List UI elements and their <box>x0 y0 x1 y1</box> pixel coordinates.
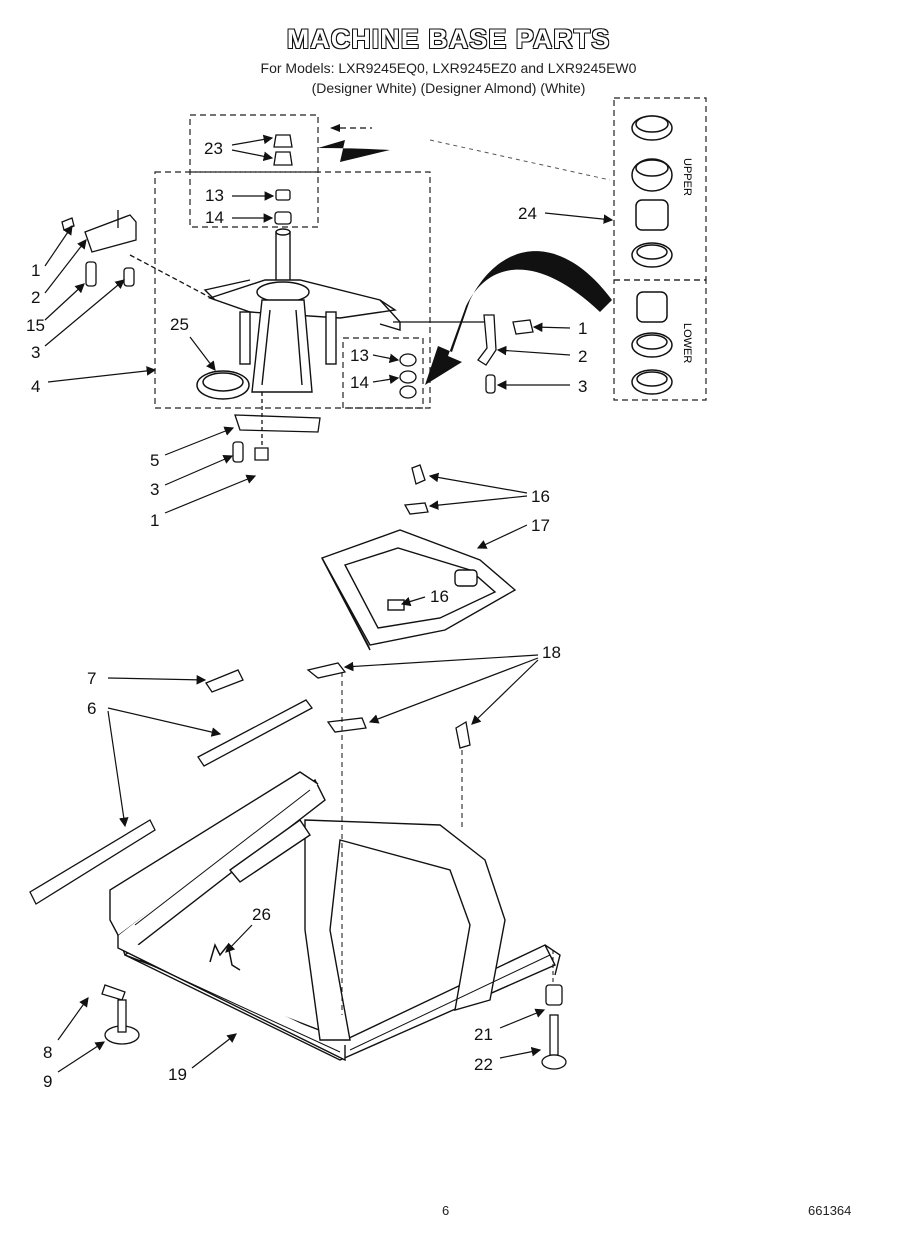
foot-8-9 <box>101 984 140 1045</box>
hook-26 <box>209 942 241 971</box>
ring-part-25 <box>196 370 250 400</box>
callout-21: 21 <box>474 1025 493 1044</box>
callout-2-left: 2 <box>31 288 40 307</box>
foot-21-22 <box>541 984 567 1070</box>
lower-rings <box>631 291 673 395</box>
callout-1-left: 1 <box>31 261 40 280</box>
callout-3-left: 3 <box>31 343 40 362</box>
callout-8: 8 <box>43 1043 52 1062</box>
bearing-parts-23 <box>273 134 293 225</box>
callout-25: 25 <box>170 315 189 334</box>
left-bracket-parts <box>61 210 216 301</box>
models-subtitle: For Models: LXR9245EQ0, LXR9245EZ0 and L… <box>260 60 637 76</box>
clips-16 <box>403 464 429 515</box>
spring-panel <box>613 97 707 401</box>
callout-23: 23 <box>204 139 223 158</box>
callout-24: 24 <box>518 204 537 223</box>
callout-17: 17 <box>531 516 550 535</box>
callout-1-center: 1 <box>150 511 159 530</box>
callout-13-lower: 13 <box>350 346 369 365</box>
direction-arrow-upper <box>318 140 390 162</box>
right-bracket-parts <box>393 314 534 394</box>
callout-numbers: 23 13 14 24 1 2 15 3 4 25 13 14 1 2 3 5 … <box>26 139 587 1091</box>
bearing-kit-box-lower <box>342 337 424 409</box>
frame-17 <box>320 529 517 651</box>
rails-6 <box>29 699 313 905</box>
callout-7: 7 <box>87 669 96 688</box>
upper-rings <box>631 115 673 268</box>
callout-15: 15 <box>26 316 45 335</box>
base-detail-lines <box>134 672 554 1053</box>
callout-3-right: 3 <box>578 377 587 396</box>
callout-2-right: 2 <box>578 347 587 366</box>
lower-bracket-parts <box>232 392 321 463</box>
callout-16-top: 16 <box>531 487 550 506</box>
callout-19: 19 <box>168 1065 187 1084</box>
upper-label: UPPER <box>681 158 693 196</box>
suspension-assembly <box>203 228 401 393</box>
curved-direction-arrow <box>425 251 612 385</box>
callout-6: 6 <box>87 699 96 718</box>
colors-subtitle: (Designer White) (Designer Almond) (Whit… <box>311 80 586 96</box>
upper-bearing-kit-box <box>154 114 431 409</box>
bearing-parts-lower <box>399 353 417 399</box>
document-code: 661364 <box>808 1203 852 1218</box>
callout-4: 4 <box>31 377 40 396</box>
callout-13-upper: 13 <box>205 186 224 205</box>
callout-5: 5 <box>150 451 159 470</box>
spring-7 <box>205 669 244 693</box>
leader-arrows <box>44 134 614 1073</box>
lower-label: LOWER <box>681 323 693 363</box>
page-number: 6 <box>442 1203 450 1218</box>
brackets-18 <box>306 662 471 749</box>
callout-14-upper: 14 <box>205 208 224 227</box>
callout-9: 9 <box>43 1072 52 1091</box>
callout-1-right: 1 <box>578 319 587 338</box>
page-title: MACHINE BASE PARTS <box>286 24 611 54</box>
callout-3-center: 3 <box>150 480 159 499</box>
callout-16-mid: 16 <box>430 587 449 606</box>
callout-18: 18 <box>542 643 561 662</box>
callout-22: 22 <box>474 1055 493 1074</box>
callout-14-lower: 14 <box>350 373 369 392</box>
machine-base-19 <box>109 771 561 1062</box>
callout-26: 26 <box>252 905 271 924</box>
